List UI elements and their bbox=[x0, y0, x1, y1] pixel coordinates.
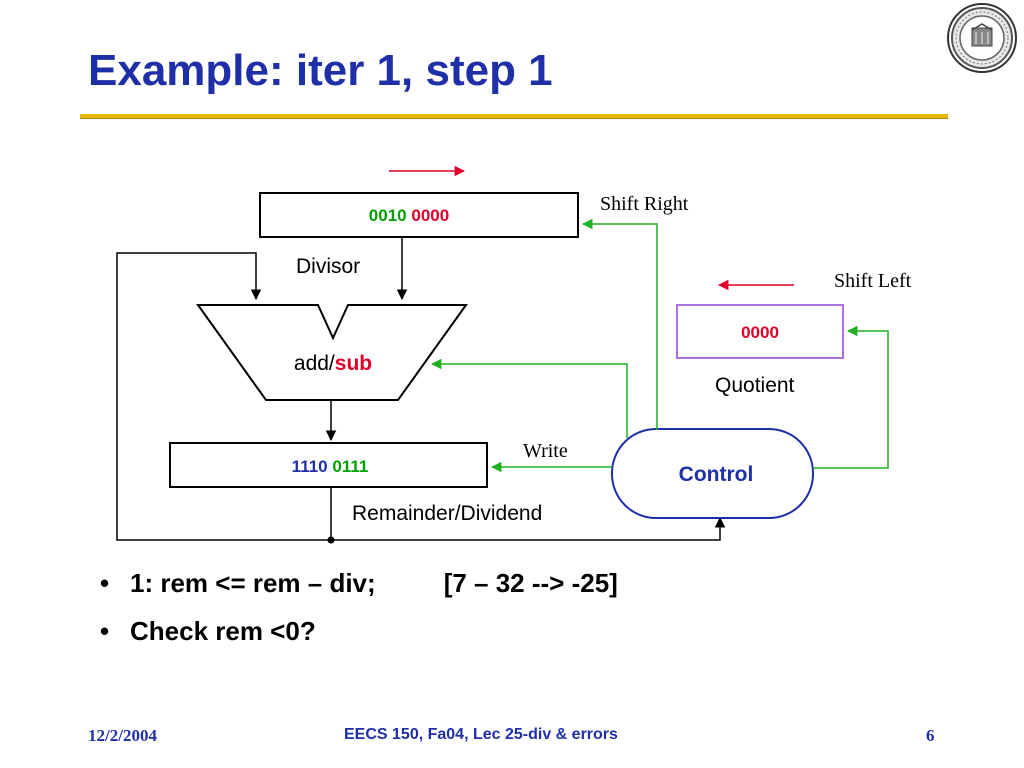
divisor-label: Divisor bbox=[296, 255, 360, 278]
footer-course: EECS 150, Fa04, Lec 25-div & errors bbox=[344, 726, 618, 743]
control-to-alu-wire bbox=[430, 358, 628, 438]
bullet-item: 1: rem <= rem – div; [7 – 32 --> -25] bbox=[100, 563, 618, 611]
bullet-list: 1: rem <= rem – div; [7 – 32 --> -25] Che… bbox=[100, 563, 618, 659]
quotient-register-value: 0000 bbox=[741, 323, 779, 342]
control-to-divisor-wire bbox=[581, 218, 658, 430]
alu-add-sub bbox=[196, 304, 468, 401]
quotient-label: Quotient bbox=[715, 374, 795, 397]
shift-left-label: Shift Left bbox=[834, 270, 912, 292]
footer-date: 12/2/2004 bbox=[88, 726, 157, 745]
divisor-register bbox=[259, 192, 579, 238]
footer-page-number: 6 bbox=[926, 726, 935, 745]
remainder-register bbox=[169, 442, 488, 488]
control-unit bbox=[611, 428, 814, 519]
bullet-note: [7 – 32 --> -25] bbox=[443, 568, 618, 598]
remainder-to-control-wire bbox=[331, 516, 726, 541]
title-divider bbox=[80, 114, 948, 119]
remainder-label: Remainder/Dividend bbox=[352, 502, 542, 525]
write-label: Write bbox=[523, 440, 568, 462]
bullet-text: Check rem <0? bbox=[130, 616, 316, 646]
quotient-register bbox=[676, 304, 844, 359]
bullet-item: Check rem <0? bbox=[100, 611, 618, 659]
divisor-register-value: 0010 0000 bbox=[369, 206, 449, 225]
remainder-feedback-wire bbox=[116, 252, 332, 541]
slide-title: Example: iter 1, step 1 bbox=[88, 46, 553, 95]
remainder-register-value: 1110 0111 bbox=[292, 457, 369, 476]
shift-right-label: Shift Right bbox=[600, 193, 689, 215]
control-to-quotient-wire bbox=[813, 325, 889, 469]
alu-label: add/sub bbox=[294, 352, 372, 375]
university-seal-icon bbox=[947, 3, 1017, 73]
bullet-text: 1: rem <= rem – div; bbox=[130, 568, 376, 598]
control-label: Control bbox=[679, 463, 754, 486]
